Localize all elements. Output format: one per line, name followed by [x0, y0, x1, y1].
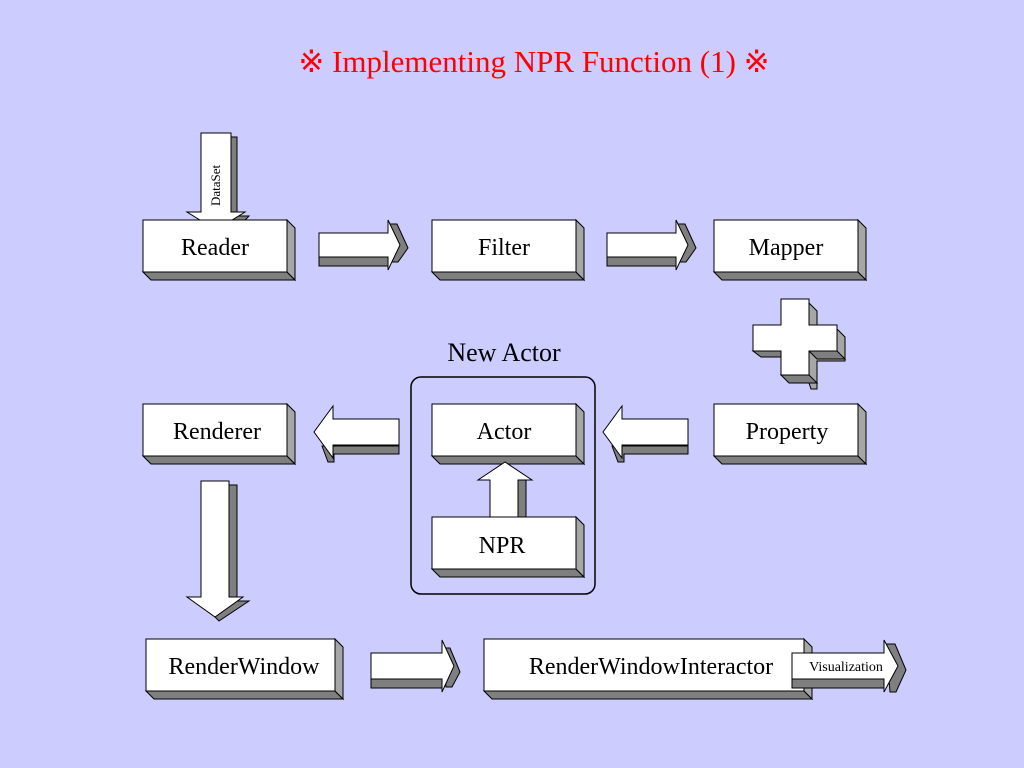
- mapper-box-label: Mapper: [749, 235, 824, 261]
- actor-box-label: Actor: [477, 419, 532, 445]
- slide-title: ※ Implementing NPR Function (1) ※: [298, 44, 770, 79]
- mapper-box: Mapper: [712, 218, 868, 282]
- npr-to-actor-arrow: [476, 461, 534, 518]
- renderer-box-label: Renderer: [173, 419, 261, 445]
- visualization-arrow: Visualization: [791, 639, 907, 693]
- filter-box-label: Filter: [478, 235, 530, 261]
- render-window-box-label: RenderWindow: [169, 654, 321, 680]
- property-to-actor-arrow: [602, 404, 689, 463]
- property-box-label: Property: [746, 419, 829, 445]
- filter-to-mapper-arrow: [606, 219, 697, 271]
- reader-box: Reader: [141, 218, 297, 282]
- mapper-property-plus-connector: [751, 298, 847, 390]
- dataset-arrow-label: DataSet: [208, 164, 223, 206]
- visualization-arrow-label: Visualization: [809, 660, 883, 675]
- reader-box-label: Reader: [181, 235, 249, 261]
- reader-to-filter-arrow: [318, 219, 409, 271]
- new-actor-group-label: New Actor: [447, 338, 561, 367]
- npr-box: NPR: [430, 515, 586, 579]
- dataset-arrow: [185, 132, 251, 235]
- actor-to-renderer-arrow: [313, 404, 400, 463]
- npr-box-label: NPR: [479, 533, 526, 559]
- actor-box: Actor: [430, 402, 586, 466]
- renderer-to-render-window-arrow: [185, 480, 251, 622]
- renderer-box: Renderer: [141, 402, 297, 466]
- render-window-interactor-box: RenderWindowInteractor: [482, 637, 814, 701]
- render-window-interactor-box-label: RenderWindowInteractor: [529, 654, 773, 680]
- new-actor-group-frame: [410, 376, 596, 595]
- property-box: Property: [712, 402, 868, 466]
- render-window-box: RenderWindow: [144, 637, 345, 701]
- filter-box: Filter: [430, 218, 586, 282]
- render-window-to-interactor-arrow: [370, 639, 461, 693]
